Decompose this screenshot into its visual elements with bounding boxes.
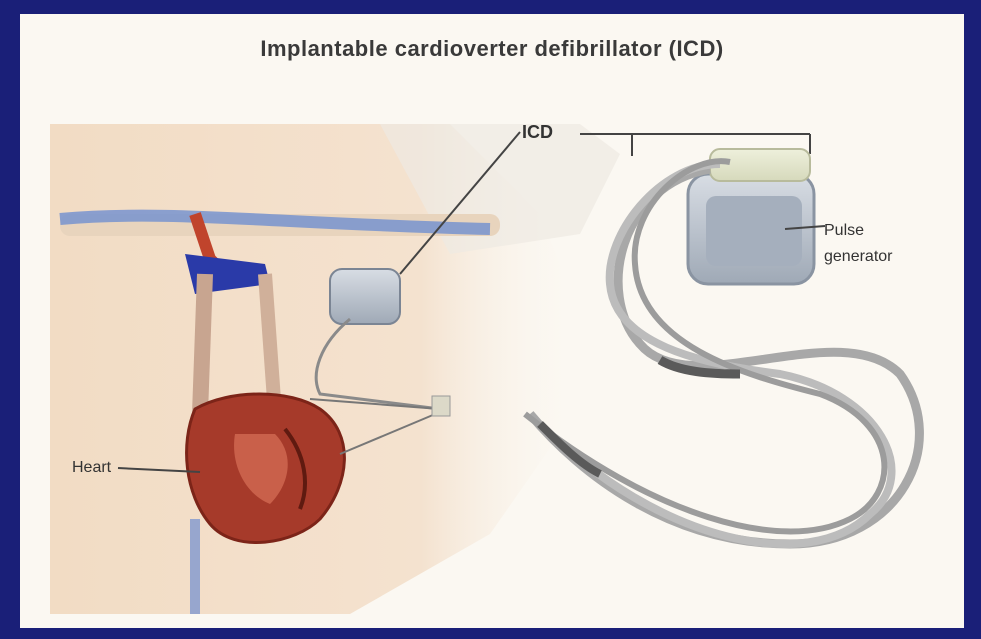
illustration [20, 14, 964, 628]
vessel-left [200, 274, 205, 414]
label-pulse-line2: generator [824, 244, 893, 270]
label-icd: ICD [522, 122, 553, 143]
label-pulse-line1: Pulse [824, 218, 893, 244]
label-pulse-generator: Pulse generator [824, 218, 893, 270]
pulse-generator-face [706, 196, 802, 266]
lead-connector [432, 396, 450, 416]
pulse-generator-cap [710, 149, 810, 181]
diagram-panel: Implantable cardioverter defibrillator (… [20, 14, 964, 628]
label-heart: Heart [72, 459, 111, 477]
diagram-title: Implantable cardioverter defibrillator (… [20, 36, 964, 62]
implanted-icd [330, 269, 400, 324]
